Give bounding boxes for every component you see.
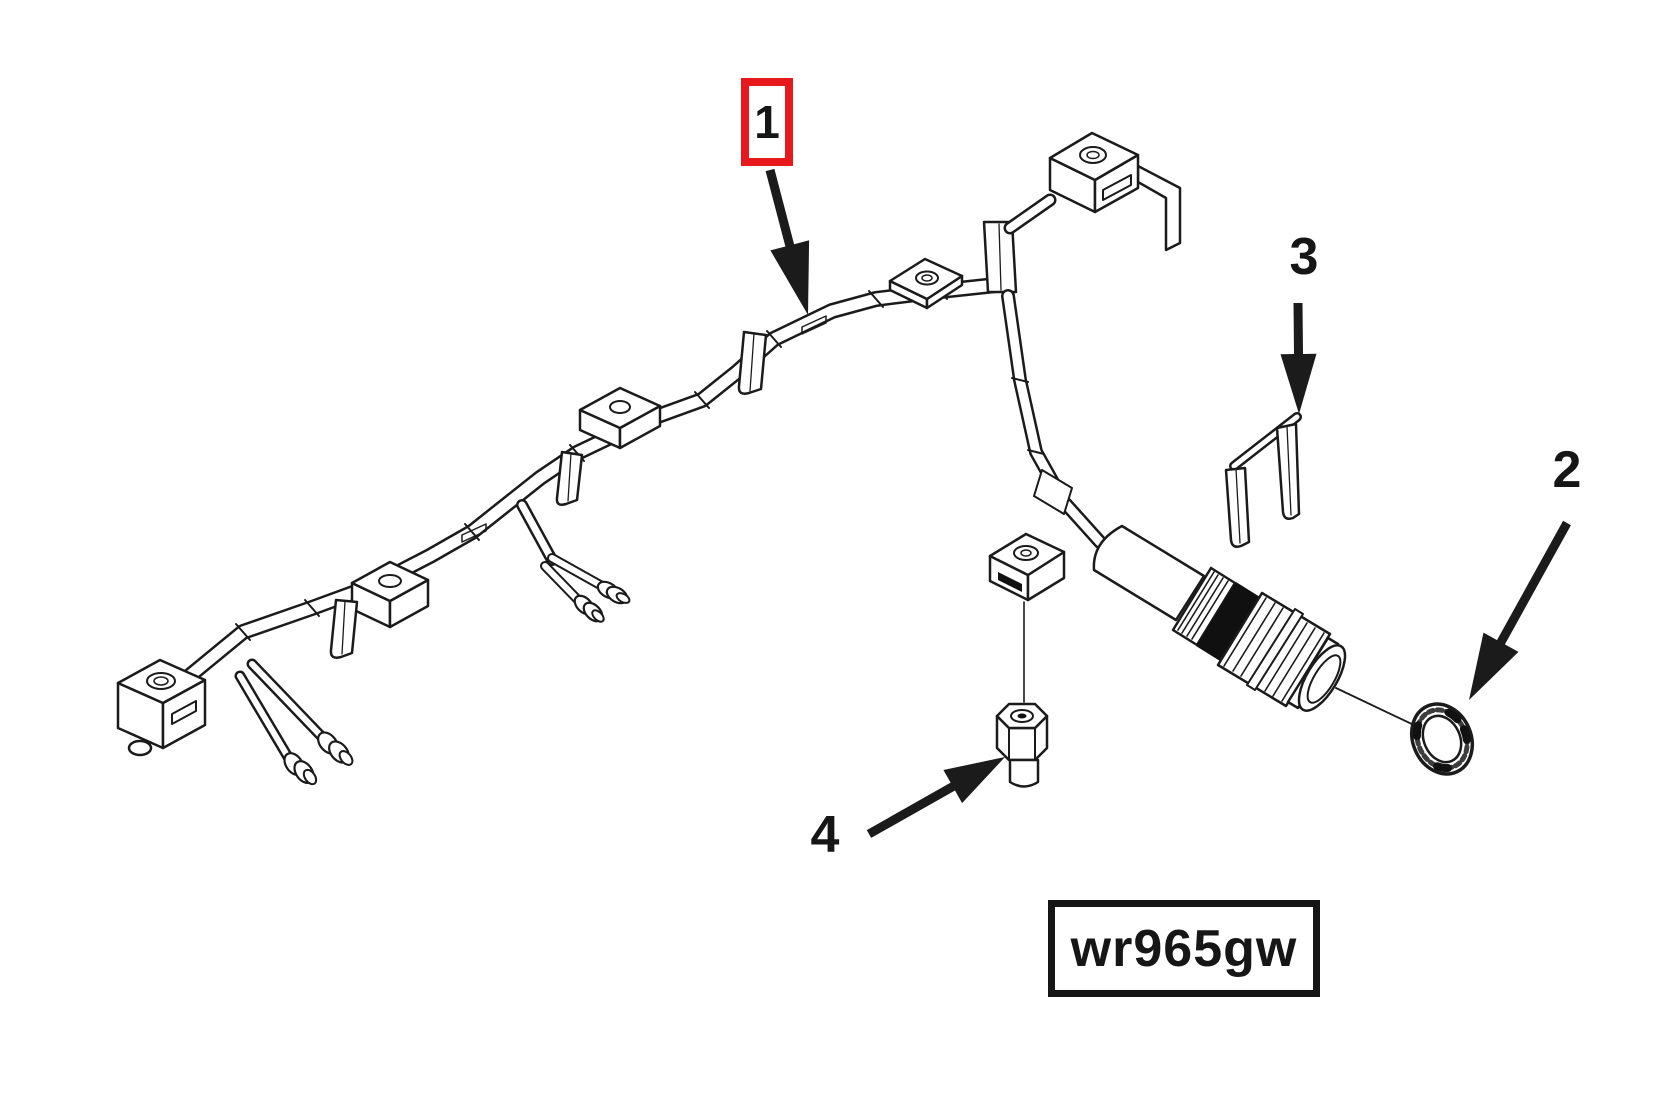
top-connector-block: [1048, 131, 1182, 252]
callout-3-arrow: [1280, 303, 1317, 414]
connector-open-end: [1297, 644, 1347, 712]
harness-down-branch: [1001, 289, 1107, 549]
leader-line-oring: [1335, 687, 1417, 727]
branch-connector-block: [988, 532, 1066, 602]
retaining-clip-part: [1224, 412, 1302, 548]
part-code-label: wr965gw: [1070, 919, 1298, 978]
part-code-box: wr965gw: [1048, 900, 1320, 997]
o-ring-seal: [1409, 702, 1475, 776]
callout-1-box: 1: [741, 78, 793, 166]
harness-main-rail: [162, 276, 1013, 700]
junction-top-plate: [888, 257, 964, 310]
middle-connector-block: [578, 386, 662, 450]
callout-3-label: 3: [1289, 228, 1319, 286]
callout-1-label: 1: [754, 96, 780, 148]
callout-2-label: 2: [1552, 441, 1582, 499]
mid-left-junction-block: [350, 560, 430, 629]
round-connector: [1092, 524, 1347, 712]
callout-4-arrow: [866, 757, 1005, 838]
hex-fitting: [995, 702, 1049, 788]
left-branch-tubes: [234, 658, 354, 786]
rail-retainer-clips: [329, 330, 768, 659]
callout-2-arrow: [1469, 520, 1571, 700]
middle-branch-tubes: [516, 499, 631, 623]
left-connector-block: [116, 658, 207, 757]
callout-4-label: 4: [810, 806, 840, 864]
callout-1-arrow: [765, 168, 810, 315]
